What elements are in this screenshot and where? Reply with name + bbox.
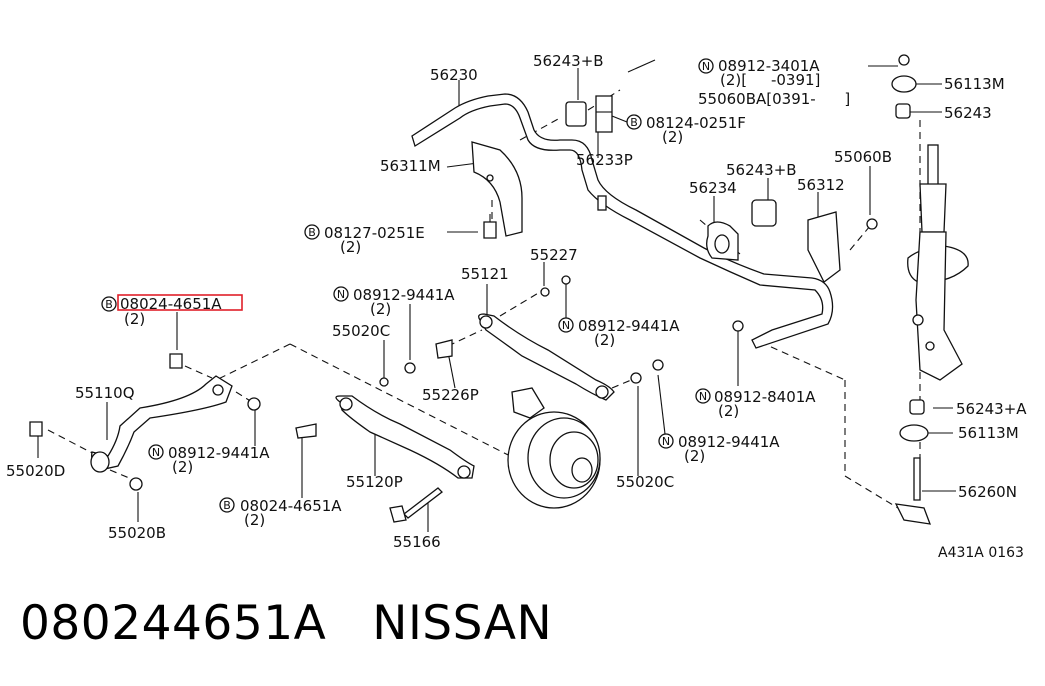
bracket-56312 — [807, 211, 878, 283]
bolt-symbol: B — [308, 226, 316, 239]
strut-top-parts — [891, 54, 931, 525]
bar-bracket-56311M — [471, 141, 523, 239]
callout-56260n: 56260N — [958, 483, 1017, 501]
nut-symbol: N — [662, 435, 670, 448]
callout-55227: 55227 — [530, 246, 578, 264]
callout-08127-0251e: 08127-0251E — [324, 224, 425, 242]
nut-symbol: N — [702, 60, 710, 73]
stabilizer-bar — [411, 93, 834, 349]
callout-56243-top: 56243 — [944, 104, 992, 122]
lateral-link-55110Q — [29, 353, 261, 491]
bushing-56234 — [706, 199, 777, 261]
callout-56243-b-top: 56243+B — [533, 52, 604, 70]
callout-55020c-a: 55020C — [332, 322, 390, 340]
callout-55110q: 55110Q — [75, 384, 135, 402]
bolt-symbol: B — [630, 116, 638, 129]
callout-08912-3401a: 08912-3401A — [718, 57, 820, 75]
callout-55020d: 55020D — [6, 462, 65, 480]
nut-symbol: N — [562, 319, 570, 332]
part-caption: 080244651A NISSAN — [20, 596, 552, 651]
callout-56113m-bottom: 56113M — [958, 424, 1019, 442]
bolt-55166 — [389, 487, 443, 523]
callout-08912-9441a-a: 08912-9441A — [353, 286, 455, 304]
wheel-hub — [507, 387, 601, 509]
callout-08124-0251f: 08124-0251F — [646, 114, 746, 132]
nut-symbol: N — [699, 390, 707, 403]
callout-08912-9441a-c: 08912-9441A — [168, 444, 270, 462]
bolt-symbol: B — [223, 499, 231, 512]
callout-08912-3401a-qty: (2)[ -0391] — [720, 71, 820, 89]
bolt-symbol: B — [105, 298, 113, 311]
callout-08912-9441a-a-qty: (2) — [370, 300, 391, 318]
diagram-code: A431A 0163 — [938, 545, 1024, 561]
callout-labels: 56230 56243+B 08912-3401A (2)[ -0391] 56… — [6, 52, 1027, 561]
callout-55020b: 55020B — [108, 524, 166, 542]
callout-55060b: 55060B — [834, 148, 892, 166]
callout-56243-b-mid: 56243+B — [726, 161, 797, 179]
callout-55060ba: 55060BA[0391- ] — [698, 90, 850, 108]
callout-08912-9441a-d: 08912-9441A — [678, 433, 780, 451]
callout-08912-9441a-b: 08912-9441A — [578, 317, 680, 335]
brand-name: NISSAN — [372, 596, 553, 651]
highlight-box — [117, 294, 243, 311]
callout-08912-9441a-d-qty: (2) — [684, 447, 705, 465]
callout-08124-qty: (2) — [662, 128, 683, 146]
callout-56243-a: 56243+A — [956, 400, 1027, 418]
callout-55020c-b: 55020C — [616, 473, 674, 491]
callout-56113m-top: 56113M — [944, 75, 1005, 93]
link-55121 — [379, 275, 744, 401]
nut-symbol: N — [337, 288, 345, 301]
callout-55226p: 55226P — [422, 386, 479, 404]
callout-08912-8401a: 08912-8401A — [714, 388, 816, 406]
callout-56233p: 56233P — [576, 151, 633, 169]
callout-56312: 56312 — [797, 176, 845, 194]
callout-08912-9441a-c-qty: (2) — [172, 458, 193, 476]
callout-55120p: 55120P — [346, 473, 403, 491]
callout-08024-highlighted-qty: (2) — [124, 310, 145, 328]
callout-08127-qty: (2) — [340, 238, 361, 256]
callout-08024-4651a-b: 08024-4651A — [240, 497, 342, 515]
callout-55166: 55166 — [393, 533, 441, 551]
strut-assembly — [907, 144, 969, 381]
nut-symbol: N — [152, 446, 160, 459]
stabilizer-bushing-upper — [565, 95, 613, 133]
parts-diagram: N B B N N B N N N B 56230 56243+B 08912-… — [6, 52, 1027, 561]
symbol-markers: N B B N N B N N N B — [101, 58, 714, 513]
callout-55121: 55121 — [461, 265, 509, 283]
callout-56230: 56230 — [430, 66, 478, 84]
callout-08024-4651a-highlighted: 08024-4651A — [120, 295, 222, 313]
callout-56234: 56234 — [689, 179, 737, 197]
callout-08024-b-qty: (2) — [244, 511, 265, 529]
link-55120P — [295, 395, 475, 479]
callout-08912-9441a-b-qty: (2) — [594, 331, 615, 349]
callout-56311m: 56311M — [380, 157, 441, 175]
callout-08912-8401a-qty: (2) — [718, 402, 739, 420]
part-number: 080244651A — [20, 596, 327, 651]
leader-lines — [37, 59, 956, 532]
